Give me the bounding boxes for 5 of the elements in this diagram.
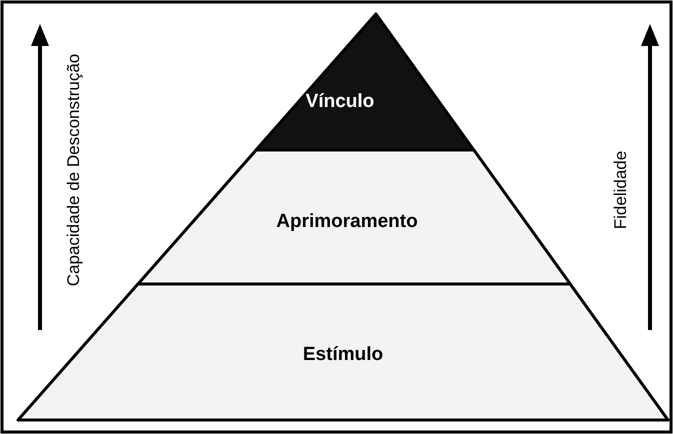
tier-label: Vínculo [306,91,374,113]
axis-label: Capacidade de Desconstrução [64,54,84,286]
axis-label: Fidelidade [611,150,631,230]
tier-label: Aprimoramento [276,211,418,233]
tier-label: Estímulo [302,344,384,366]
